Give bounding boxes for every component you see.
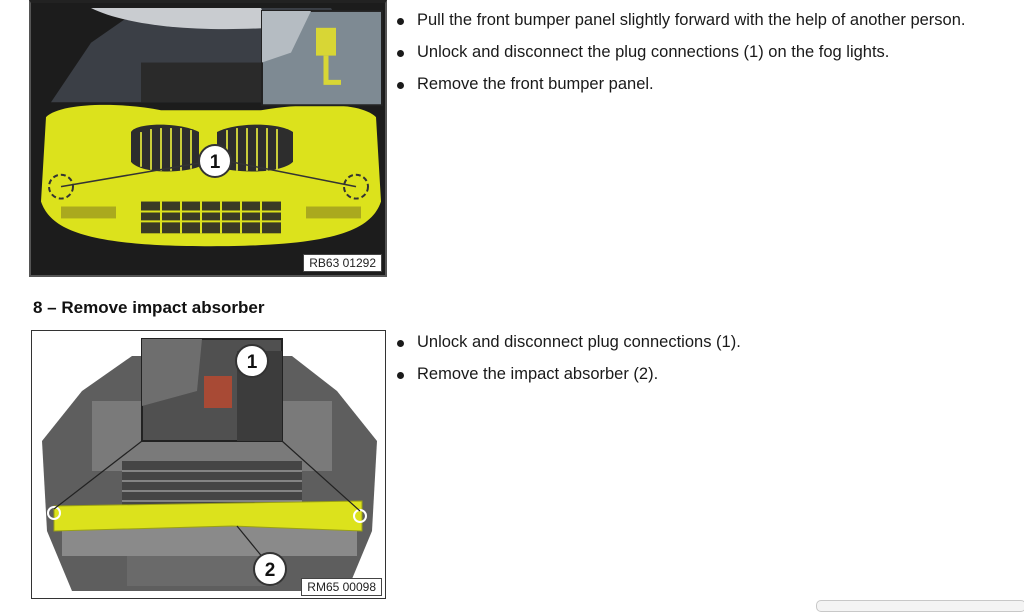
instruction-text: Unlock and disconnect the plug connectio… <box>417 43 890 61</box>
instruction-text: Unlock and disconnect plug connections (… <box>417 333 741 351</box>
callout-number: 1 <box>210 152 221 173</box>
callout-number: 1 <box>247 352 258 373</box>
instruction-text: Remove the front bumper panel. <box>417 75 654 93</box>
instruction-text: Remove the impact absorber (2). <box>417 365 659 383</box>
section-heading: 8 – Remove impact absorber <box>33 298 265 317</box>
instruction-item: Pull the front bumper panel slightly for… <box>396 10 965 30</box>
callout-badge-1: 1 <box>235 344 269 378</box>
instruction-item: Remove the front bumper panel. <box>396 74 965 94</box>
figure-reference-code: RB63 01292 <box>303 254 382 272</box>
callout-badge-2: 2 <box>253 552 287 586</box>
bullet-icon <box>397 340 404 347</box>
bullet-icon <box>397 50 404 57</box>
callout-badge-1: 1 <box>198 144 232 178</box>
figure-reference-code: RM65 00098 <box>301 578 382 596</box>
instruction-list: Pull the front bumper panel slightly for… <box>396 10 965 106</box>
instruction-list: Unlock and disconnect plug connections (… <box>396 332 741 396</box>
impact-absorber-figure: RM65 00098 <box>31 330 386 599</box>
instruction-item: Unlock and disconnect plug connections (… <box>396 332 741 352</box>
bullet-icon <box>397 82 404 89</box>
bumper-figure: RB63 01292 <box>29 0 387 277</box>
horizontal-scrollbar[interactable] <box>816 600 1024 612</box>
instruction-text: Pull the front bumper panel slightly for… <box>417 11 966 29</box>
bumper-illustration <box>31 3 385 275</box>
callout-number: 2 <box>265 560 276 581</box>
instruction-item: Unlock and disconnect the plug connectio… <box>396 42 965 62</box>
instruction-item: Remove the impact absorber (2). <box>396 364 741 384</box>
bullet-icon <box>397 18 404 25</box>
bullet-icon <box>397 372 404 379</box>
impact-absorber-illustration <box>32 331 385 598</box>
